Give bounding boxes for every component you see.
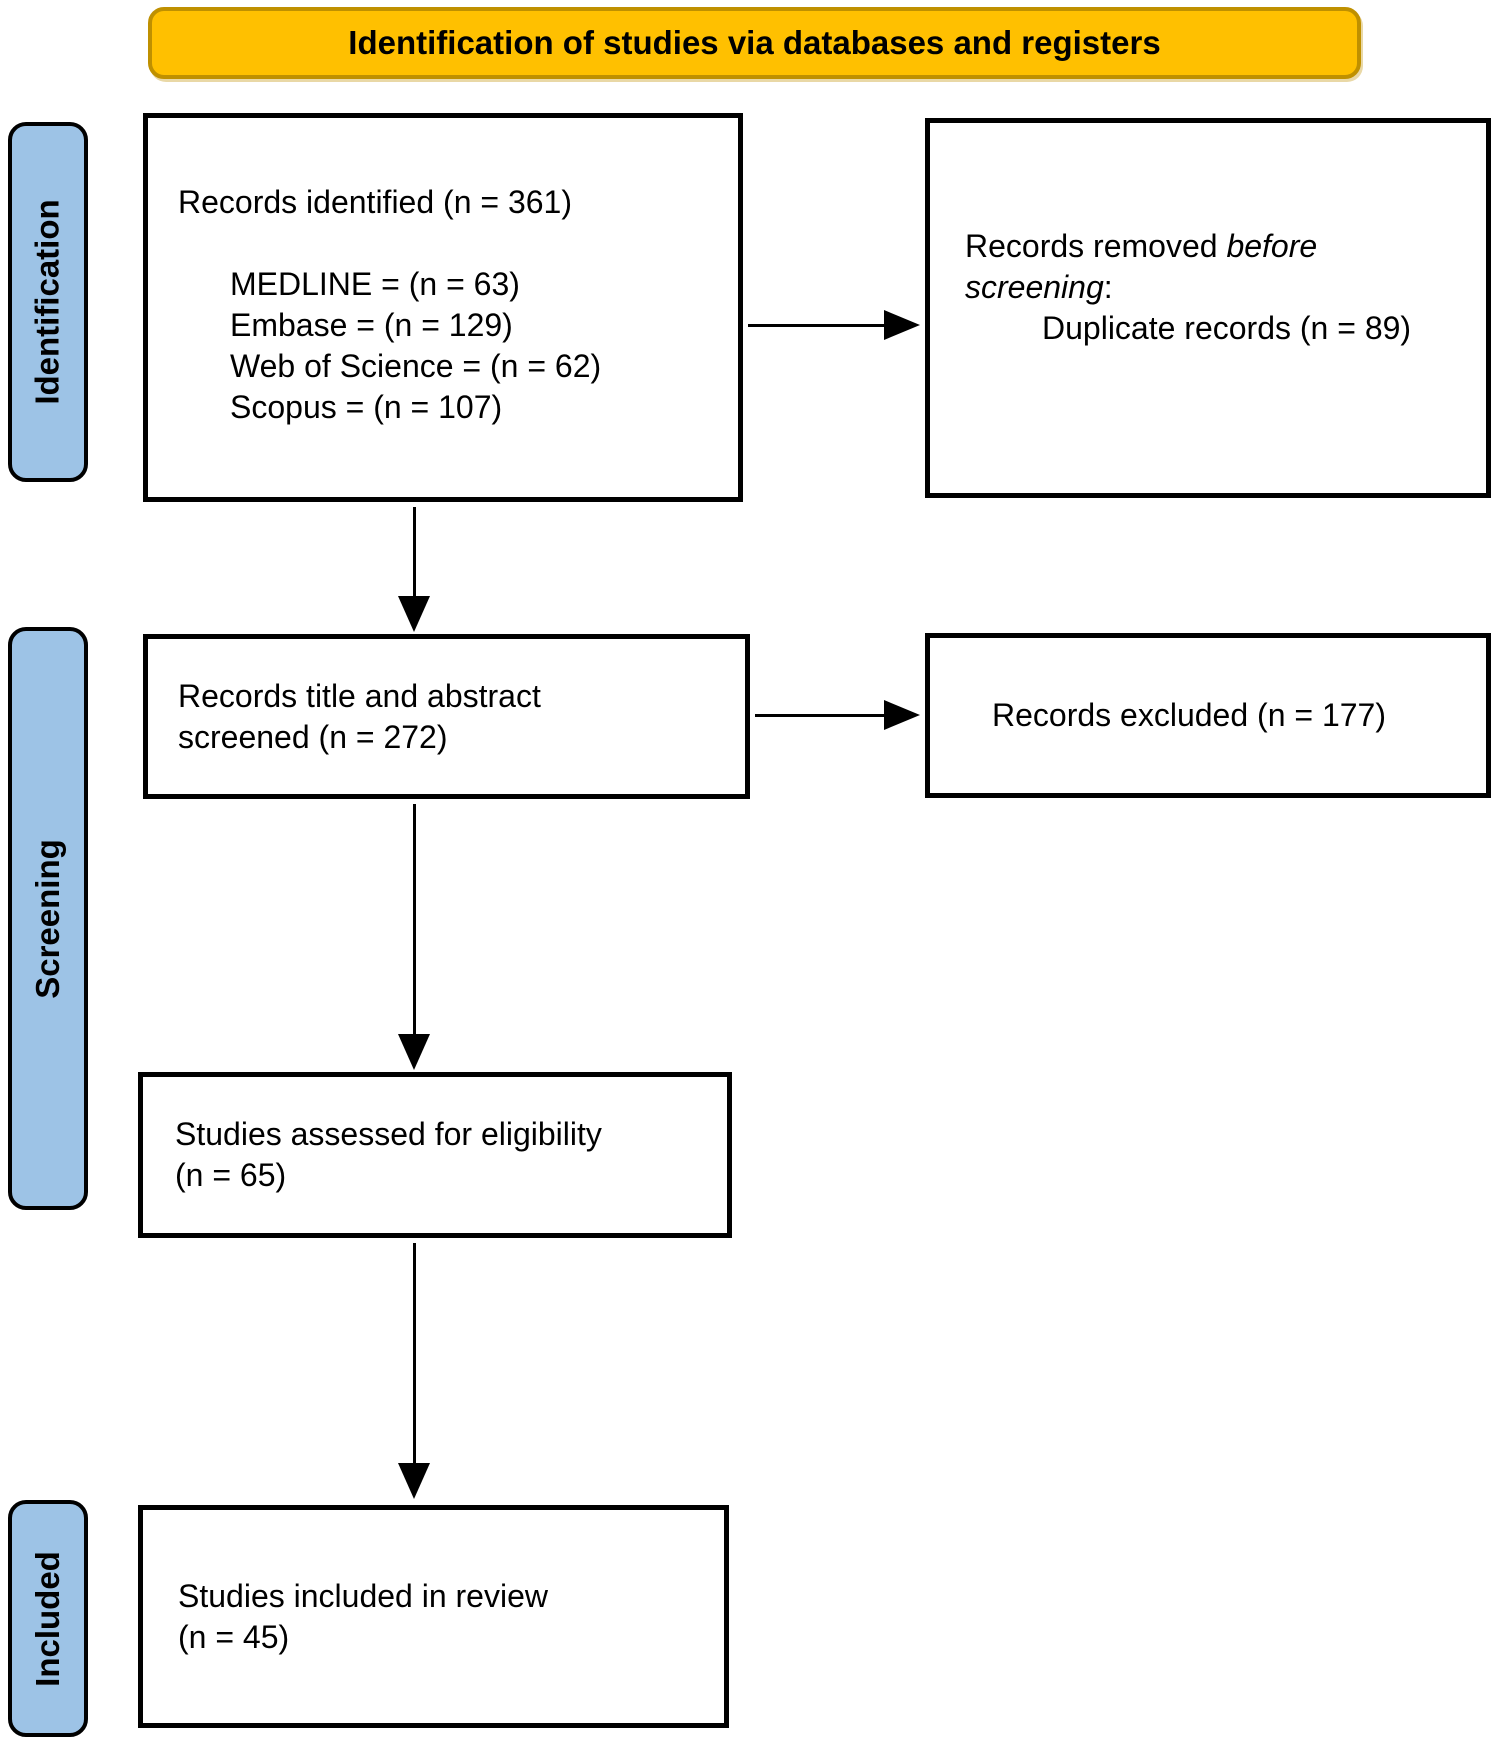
arrow-screened-to-excluded-line	[755, 714, 884, 717]
records-identified-total: Records identified (n = 361)	[178, 184, 572, 220]
records-screened-line2: screened (n = 272)	[178, 718, 448, 755]
box-studies-included: Studies included in review (n = 45)	[138, 1505, 729, 1728]
box-records-screened: Records title and abstract screened (n =…	[143, 634, 750, 799]
records-screened-line1: Records title and abstract	[178, 677, 541, 714]
arrow-identified-to-removed-line	[748, 324, 884, 327]
studies-assessed-line2: (n = 65)	[175, 1157, 287, 1193]
box-records-excluded: Records excluded (n = 177)	[925, 633, 1491, 798]
source-web-of-science: Web of Science = (n = 62)	[230, 348, 602, 384]
source-embase: Embase = (n = 129)	[230, 307, 513, 343]
arrow-assessed-to-included-line	[413, 1243, 416, 1465]
stage-label-screening-text: Screening	[29, 838, 66, 999]
arrow-screened-to-assessed-line	[413, 804, 416, 1036]
records-excluded-text: Records excluded (n = 177)	[992, 697, 1386, 733]
header-banner: Identification of studies via databases …	[148, 7, 1361, 79]
stage-label-included: Included	[8, 1500, 88, 1737]
source-medline: MEDLINE = (n = 63)	[230, 266, 520, 302]
box-studies-assessed: Studies assessed for eligibility (n = 65…	[138, 1072, 732, 1238]
studies-included-line1: Studies included in review	[178, 1577, 548, 1614]
arrow-screened-to-excluded-head-icon	[884, 700, 920, 730]
arrow-screened-to-assessed-head-icon	[398, 1034, 430, 1070]
arrow-identified-to-removed-head-icon	[884, 310, 920, 340]
studies-assessed-line1: Studies assessed for eligibility	[175, 1116, 602, 1152]
duplicate-records-count: Duplicate records (n = 89)	[1042, 310, 1412, 346]
stage-label-included-text: Included	[29, 1550, 66, 1687]
arrow-identified-to-screened-head-icon	[398, 596, 430, 632]
studies-included-line2: (n = 45)	[178, 1618, 290, 1655]
box-records-identified: Records identified (n = 361) MEDLINE = (…	[143, 113, 743, 502]
stage-label-identification: Identification	[8, 122, 88, 482]
stage-label-screening: Screening	[8, 627, 88, 1210]
arrow-identified-to-screened-line	[413, 507, 416, 600]
stage-label-identification-text: Identification	[29, 199, 66, 405]
source-scopus: Scopus = (n = 107)	[230, 389, 503, 425]
arrow-assessed-to-included-head-icon	[398, 1463, 430, 1499]
spacer	[178, 223, 720, 264]
header-title: Identification of studies via databases …	[348, 24, 1161, 61]
